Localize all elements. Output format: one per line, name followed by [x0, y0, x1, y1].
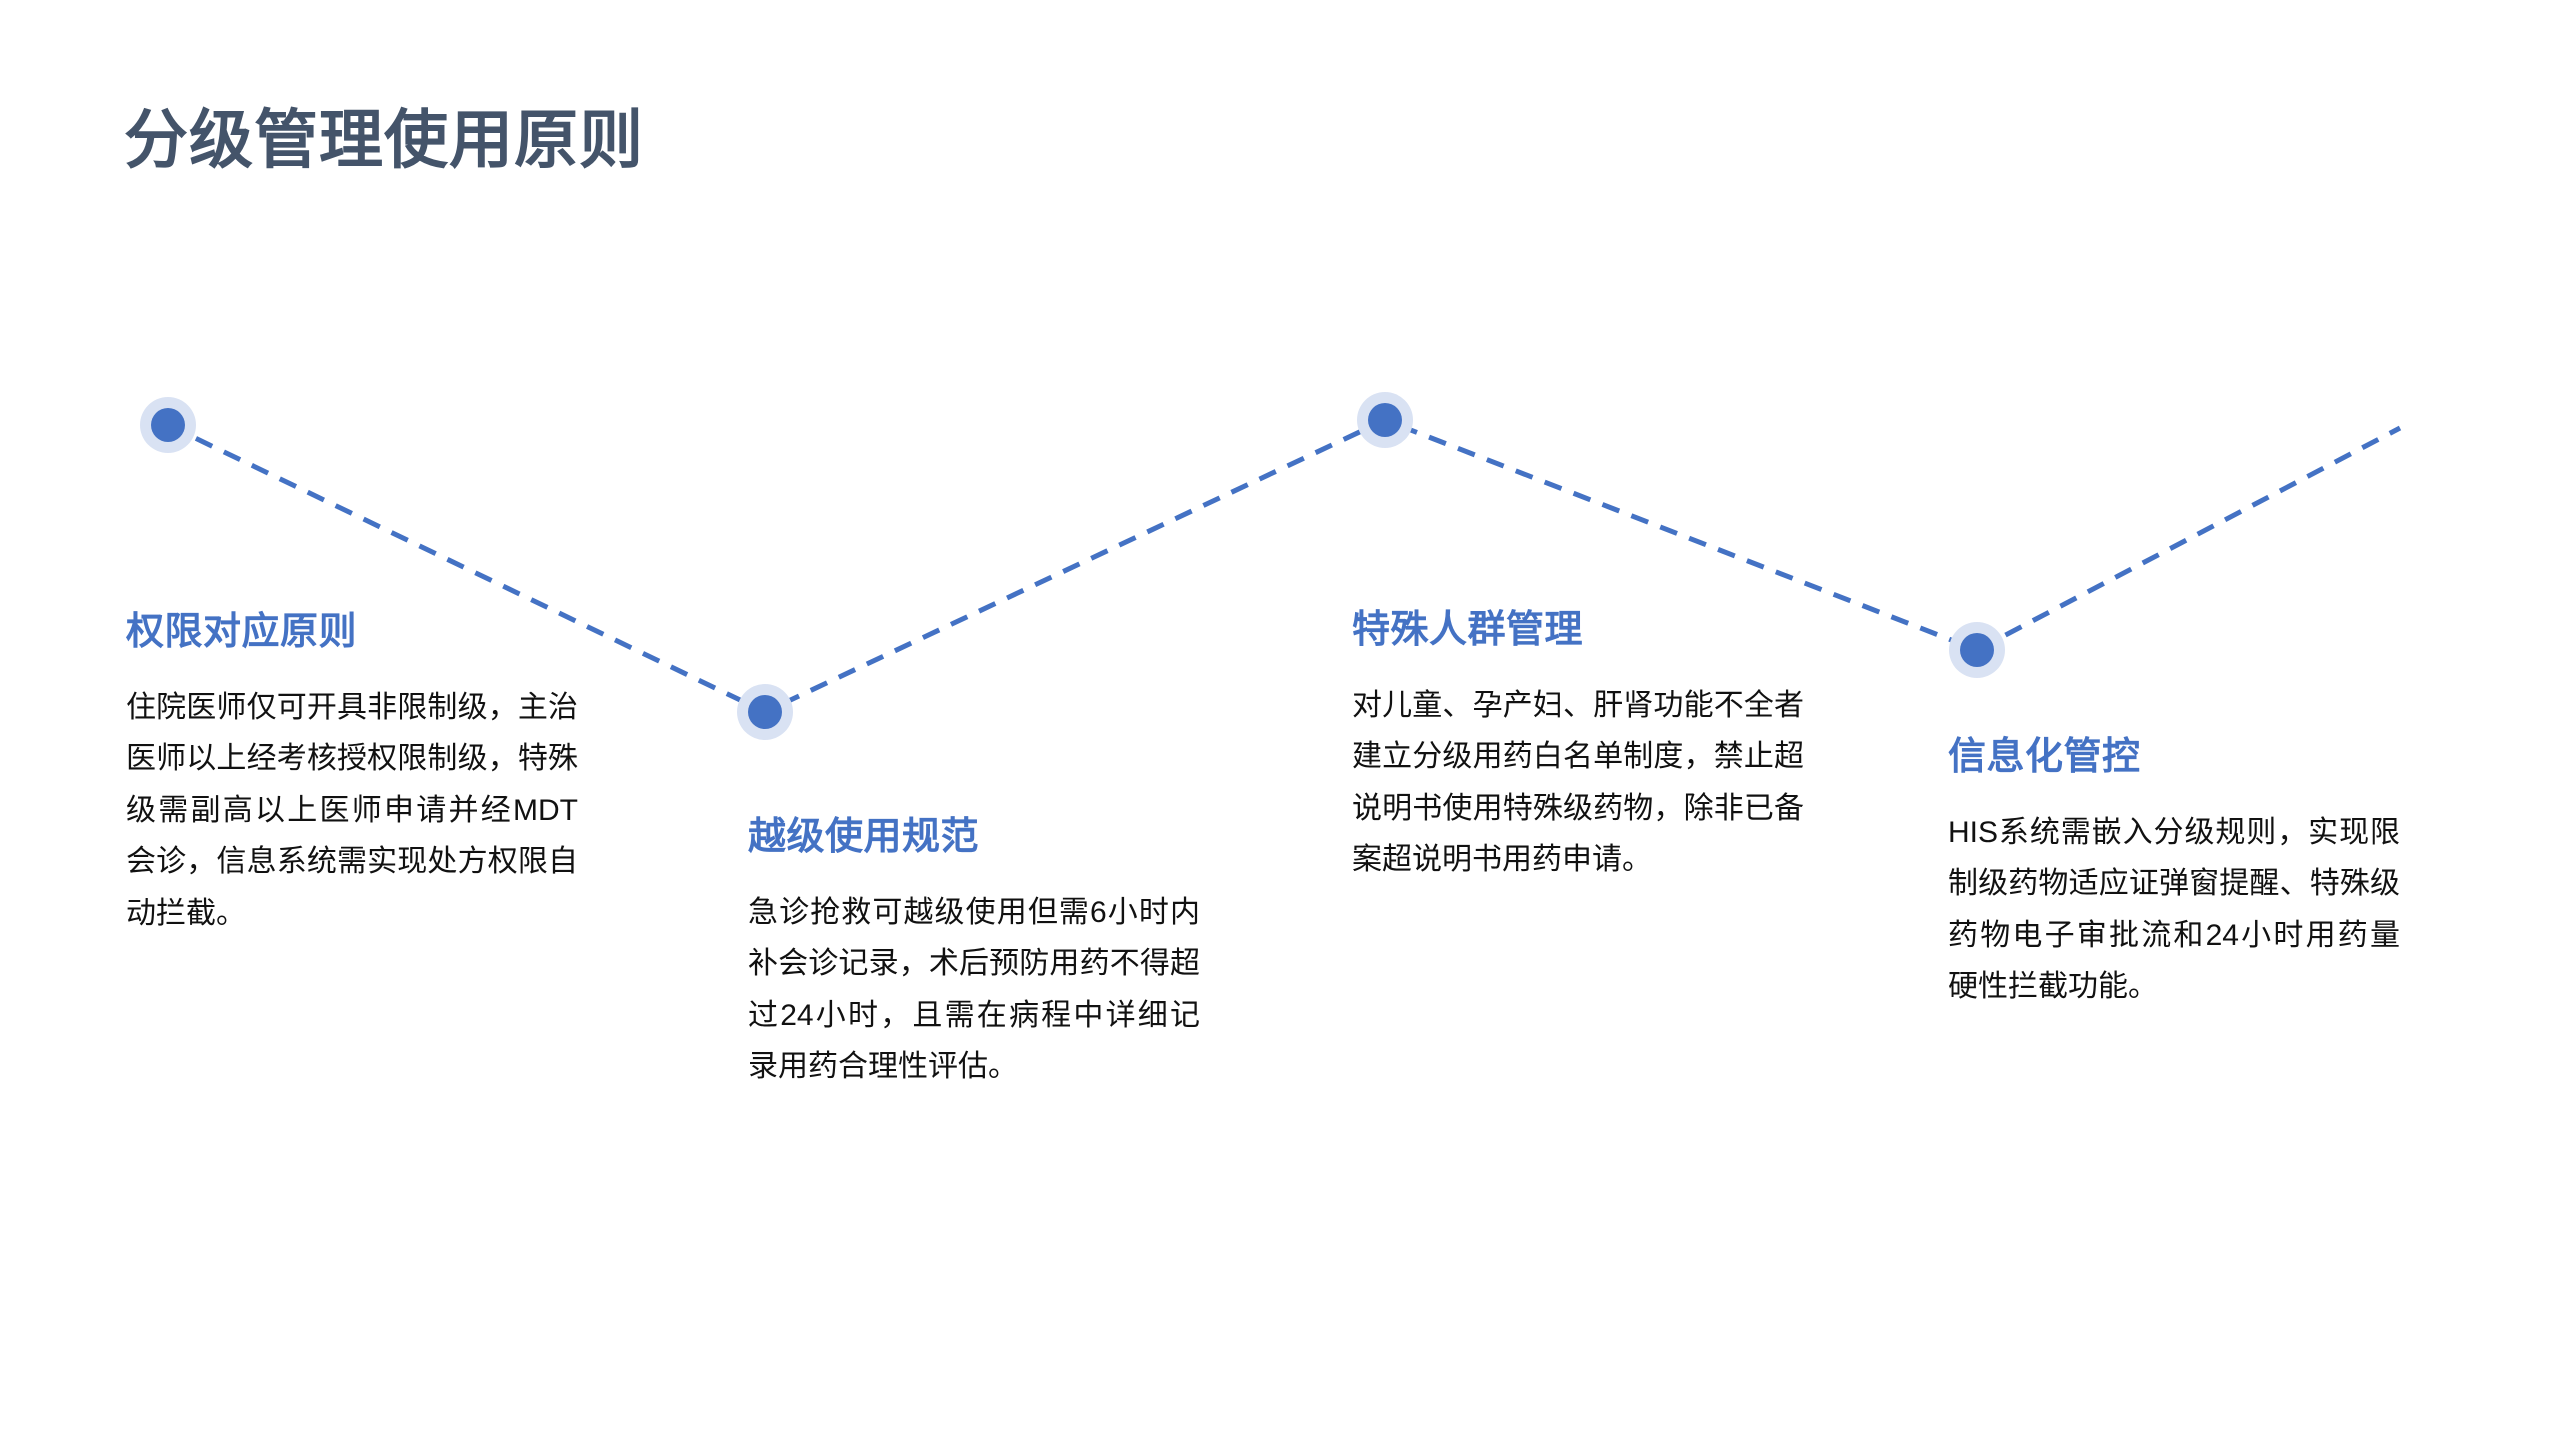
- step-4-body: HIS系统需嵌入分级规则，实现限制级药物适应证弹窗提醒、特殊级药物电子审批流和2…: [1948, 815, 2400, 1004]
- milestone-node-3[interactable]: [1357, 392, 1413, 448]
- milestone-node-2[interactable]: [737, 684, 793, 740]
- milestone-node-4[interactable]: [1949, 622, 2005, 678]
- milestone-node-4-core: [1960, 633, 1994, 667]
- milestone-node-1[interactable]: [140, 397, 196, 453]
- step-2-body: 急诊抢救可越级使用但需6小时内补会诊记录，术后预防用药不得超过24小时，且需在病…: [748, 895, 1200, 1084]
- step-block-4: 信息化管控 HIS系统需嵌入分级规则，实现限制级药物适应证弹窗提醒、特殊级药物电…: [1948, 735, 2400, 1013]
- step-2-heading: 越级使用规范: [748, 816, 980, 858]
- step-3-body: 对儿童、孕产妇、肝肾功能不全者建立分级用药白名单制度，禁止超说明书使用特殊级药物…: [1352, 688, 1804, 877]
- milestone-node-2-core: [748, 695, 782, 729]
- milestone-node-3-core: [1368, 403, 1402, 437]
- step-block-3: 特殊人群管理 对儿童、孕产妇、肝肾功能不全者建立分级用药白名单制度，禁止超说明书…: [1352, 608, 1804, 886]
- step-1-body: 住院医师仅可开具非限制级，主治医师以上经考核授权限制级，特殊级需副高以上医师申请…: [126, 690, 578, 930]
- page-title: 分级管理使用原则: [124, 104, 644, 176]
- step-1-heading: 权限对应原则: [126, 611, 358, 653]
- milestone-node-1-core: [151, 408, 185, 442]
- step-block-1: 权限对应原则 住院医师仅可开具非限制级，主治医师以上经考核授权限制级，特殊级需副…: [126, 610, 578, 940]
- step-block-2: 越级使用规范 急诊抢救可越级使用但需6小时内补会诊记录，术后预防用药不得超过24…: [748, 815, 1200, 1093]
- step-3-heading: 特殊人群管理: [1352, 609, 1584, 651]
- step-4-heading: 信息化管控: [1948, 736, 2141, 778]
